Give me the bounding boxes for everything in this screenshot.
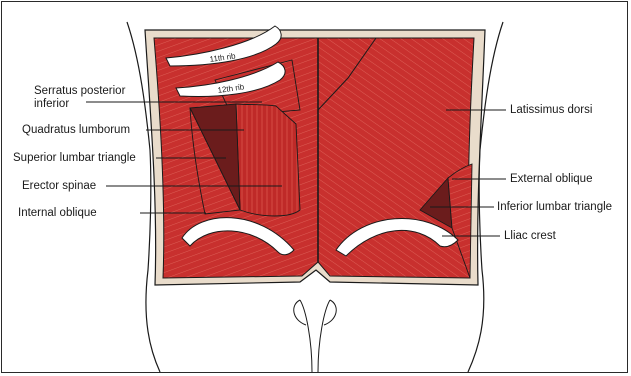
label-serratus-line2: inferior: [34, 98, 69, 110]
label-quadratus-lumborum: Quadratus lumborum: [22, 124, 130, 137]
buttocks-cleft-right: [318, 300, 336, 372]
label-iliac-crest: Lliac crest: [504, 230, 556, 243]
label-serratus-line1: Serratus posterior: [34, 85, 125, 97]
label-serratus-posterior-inferior: Serratus posterior inferior: [34, 85, 125, 111]
label-internal-oblique: Internal oblique: [18, 207, 97, 220]
label-latissimus-dorsi: Latissimus dorsi: [510, 104, 592, 117]
buttocks-cleft: [294, 300, 312, 372]
label-superior-lumbar-triangle: Superior lumbar triangle: [13, 152, 136, 165]
label-external-oblique: External oblique: [510, 173, 592, 186]
label-erector-spinae: Erector spinae: [22, 180, 96, 193]
erector-spinae-muscle: [236, 104, 300, 216]
label-inferior-lumbar-triangle: Inferior lumbar triangle: [497, 201, 612, 214]
